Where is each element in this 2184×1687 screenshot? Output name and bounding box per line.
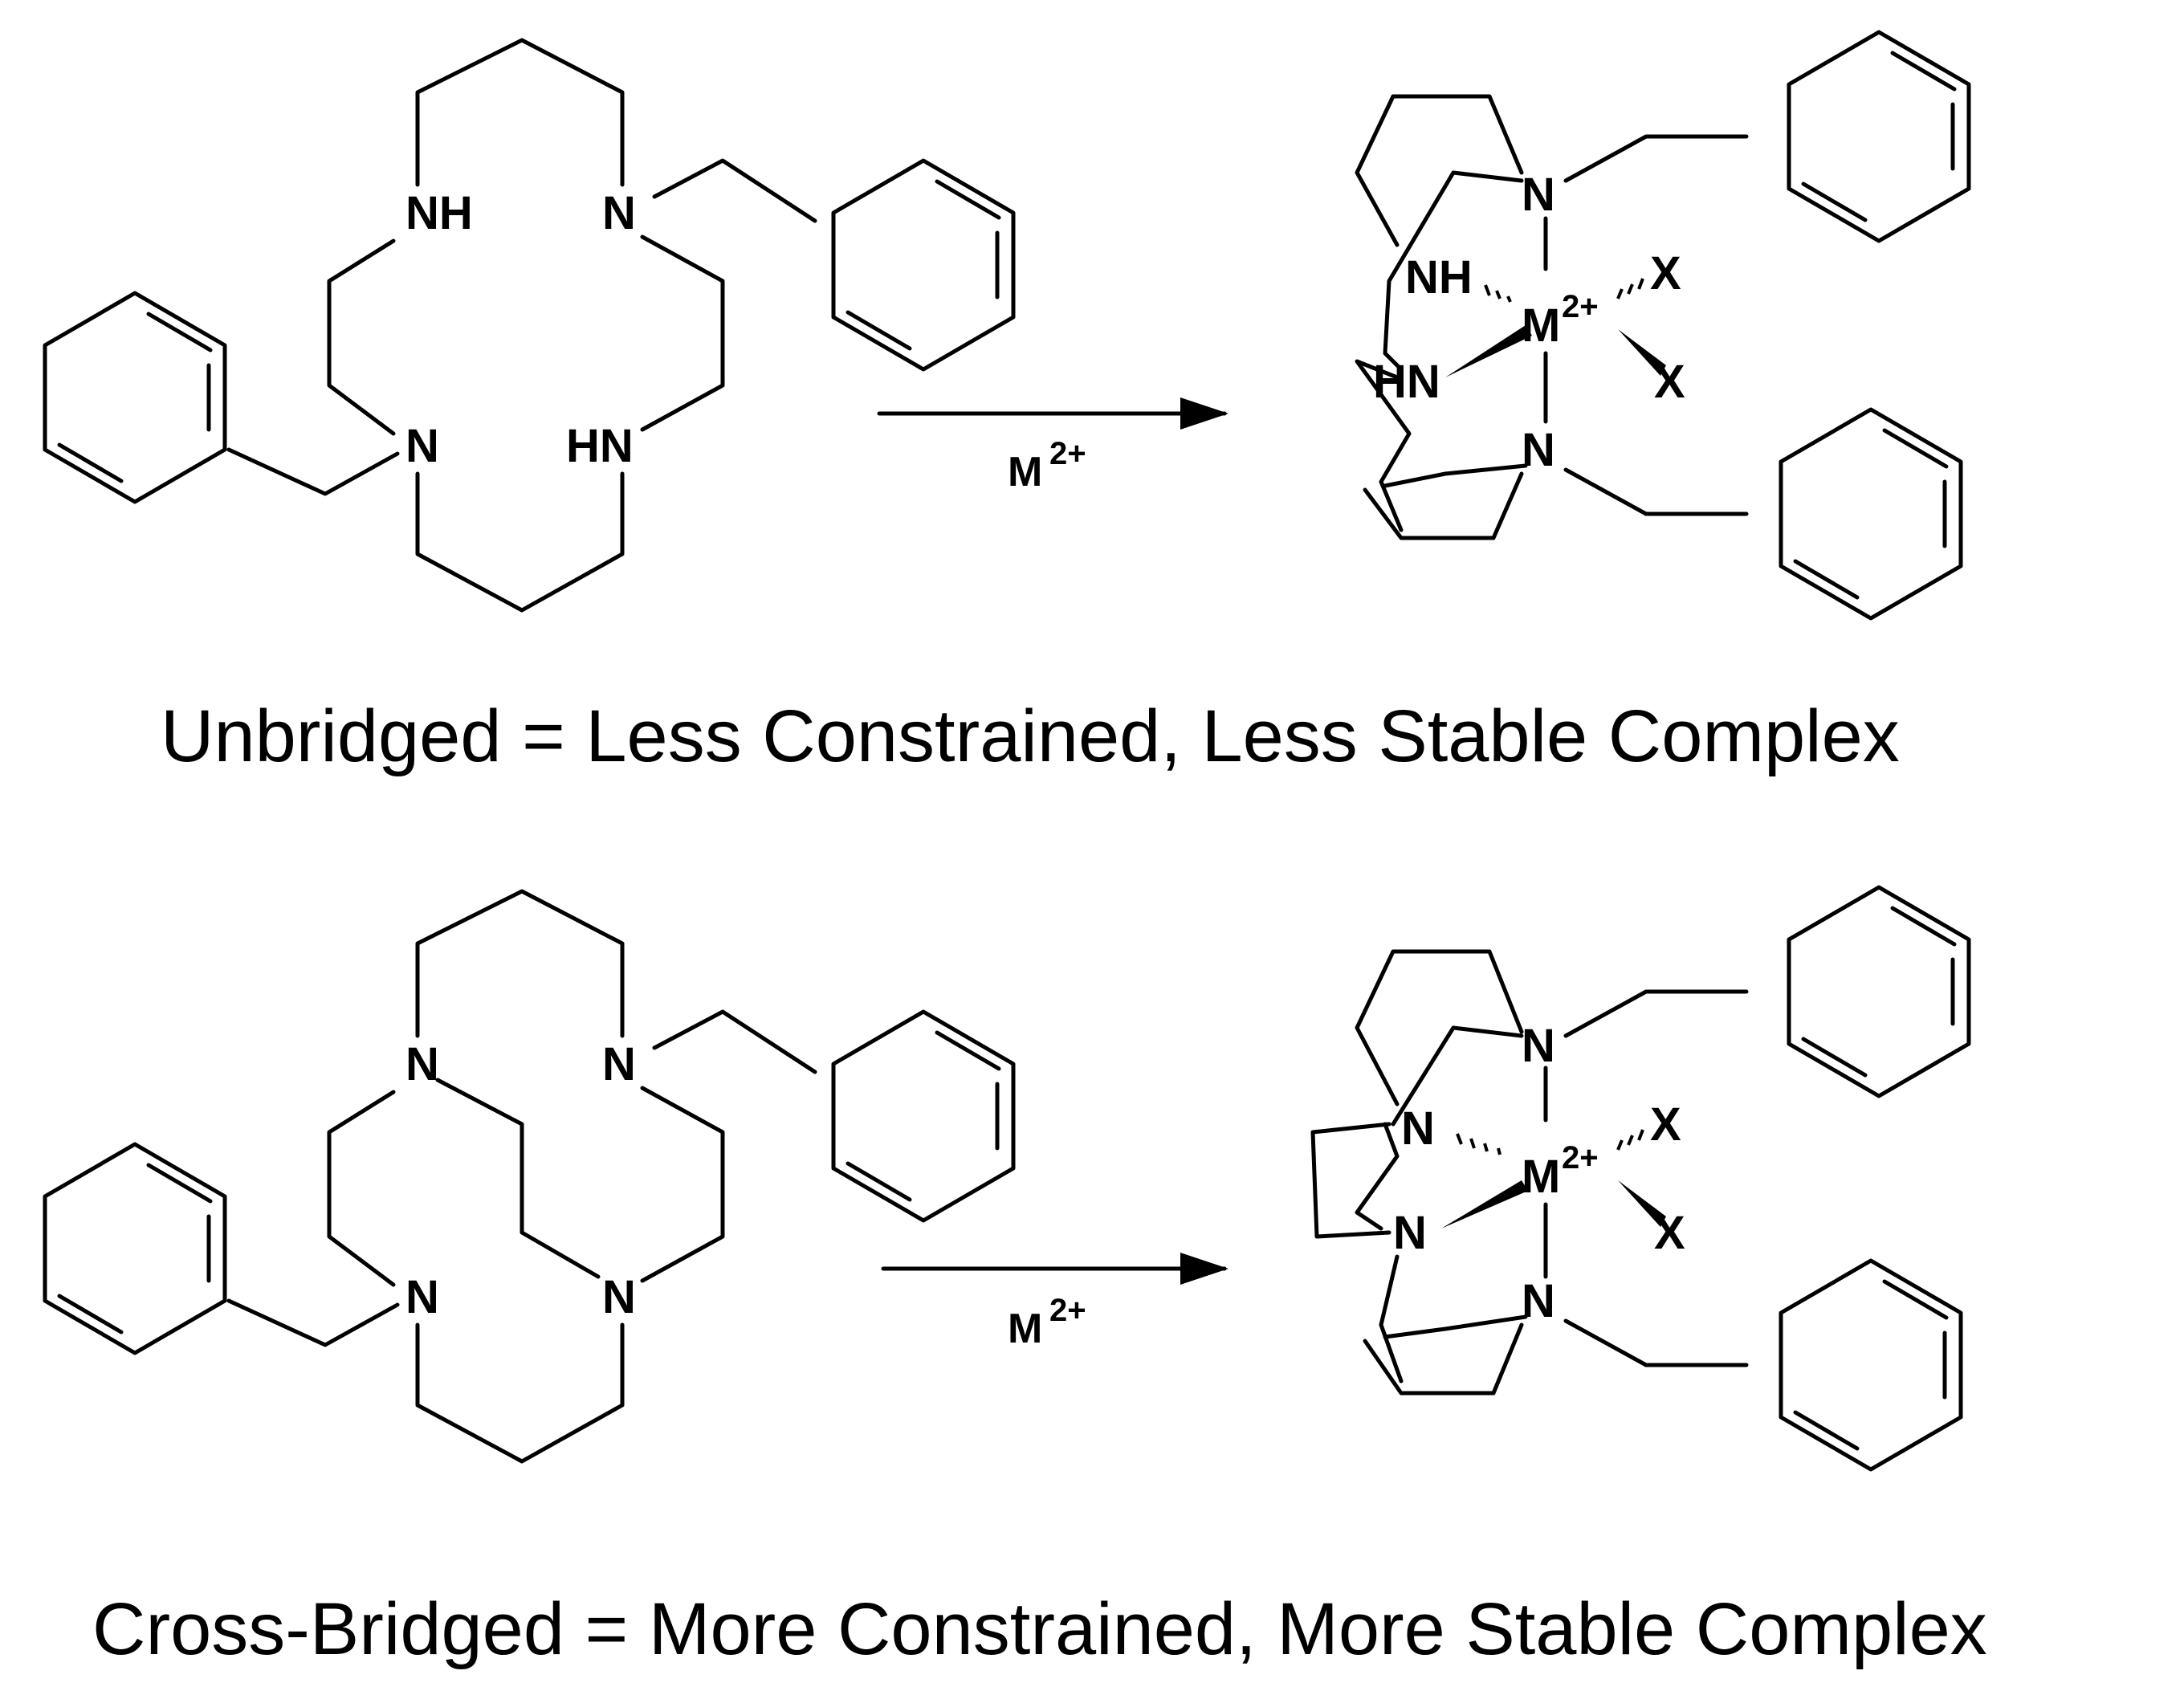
amine-nh-label: NH — [1405, 251, 1473, 304]
amine-n-label: N — [405, 1038, 439, 1090]
amine-n-label: N — [602, 1271, 636, 1323]
amine-n-label: N — [1522, 424, 1555, 476]
ligand-x-label: X — [1654, 1207, 1685, 1259]
cross-bridged-ligand: N N N N — [45, 889, 1013, 1464]
ligand-x-label: X — [1654, 356, 1685, 408]
amine-n-label: N — [1401, 1102, 1435, 1155]
amine-n-label: N — [602, 1038, 636, 1090]
benzene-ring — [45, 293, 225, 502]
metal-charge-label: 2+ — [1562, 1140, 1599, 1176]
reagent-charge-label: 2+ — [1049, 436, 1086, 471]
reaction-arrow: M 2+ — [877, 397, 1228, 495]
amine-n-label: N — [1393, 1207, 1427, 1259]
benzene-ring — [1781, 410, 1961, 618]
reagent-m-label: M — [1008, 449, 1042, 495]
benzene-ring — [1781, 1261, 1961, 1469]
benzene-ring — [1789, 887, 1969, 1096]
amine-hn-label: HN — [566, 420, 634, 472]
amine-nh-label: NH — [405, 187, 473, 239]
reagent-charge-label: 2+ — [1049, 1293, 1086, 1328]
ligand-x-label: X — [1650, 247, 1681, 300]
unbridged-complex: N N NH HN M 2+ X X — [1355, 32, 1969, 618]
benzene-ring — [45, 1144, 225, 1353]
ligand-x-label: X — [1650, 1098, 1681, 1151]
amine-n-label: N — [1522, 169, 1555, 221]
amine-n-label: N — [1522, 1020, 1555, 1072]
amine-n-label: N — [602, 187, 636, 239]
reaction-arrow: M 2+ — [881, 1253, 1228, 1352]
metal-charge-label: 2+ — [1562, 289, 1599, 324]
cross-bridged-complex: N N N N M 2+ X X — [1310, 887, 1969, 1469]
unbridged-caption: Unbridged = Less Constrained, Less Stabl… — [161, 695, 1900, 777]
amine-n-label: N — [405, 1271, 439, 1323]
benzene-ring — [833, 161, 1013, 369]
reagent-m-label: M — [1008, 1306, 1042, 1352]
cross-bridged-caption: Cross-Bridged = More Constrained, More S… — [92, 1588, 1987, 1670]
amine-n-label: N — [1522, 1275, 1555, 1327]
metal-label: M — [1522, 300, 1560, 352]
benzene-ring — [833, 1012, 1013, 1220]
unbridged-ligand: NH N N HN — [45, 38, 1013, 613]
benzene-ring — [1789, 32, 1969, 241]
amine-hn-label: HN — [1373, 356, 1440, 408]
metal-label: M — [1522, 1151, 1560, 1203]
amine-n-label: N — [405, 420, 439, 472]
